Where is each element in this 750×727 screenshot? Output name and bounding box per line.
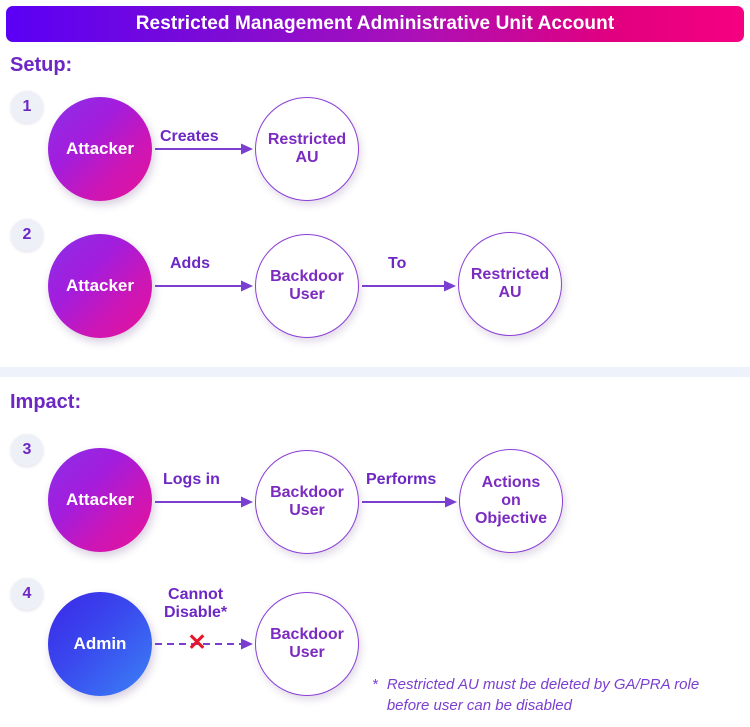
page-title: Restricted Management Administrative Uni… xyxy=(135,13,615,34)
node-backdoor-user-step3: Backdoor User xyxy=(255,450,359,554)
arrow-logs-in xyxy=(155,495,253,509)
step-badge-2: 2 xyxy=(11,219,43,251)
arrow-label-logs-in: Logs in xyxy=(163,471,220,488)
node-label: Backdoor User xyxy=(270,626,344,661)
header-bar: Restricted Management Administrative Uni… xyxy=(6,6,744,42)
node-label: Backdoor User xyxy=(270,484,344,519)
node-label: Admin xyxy=(73,634,127,654)
node-label: Attacker xyxy=(65,490,135,510)
arrow-label-cannot-disable: Cannot Disable* xyxy=(164,586,228,622)
footnote: * Restricted AU must be deleted by GA/PR… xyxy=(372,674,744,717)
step-badge-3: 3 xyxy=(11,434,43,466)
step-badge-1: 1 xyxy=(11,91,43,123)
node-actions-on-objective: Actions on Objective xyxy=(459,449,563,553)
node-backdoor-user-step2: Backdoor User xyxy=(255,234,359,338)
node-attacker-step3: Attacker xyxy=(48,448,152,552)
node-attacker-step1: Attacker xyxy=(48,97,152,201)
node-attacker-step2: Attacker xyxy=(48,234,152,338)
node-label: Backdoor User xyxy=(270,268,344,303)
blocked-x-icon: ✕ xyxy=(187,629,207,655)
step-badge-4: 4 xyxy=(11,578,43,610)
node-restricted-au-step2: Restricted AU xyxy=(458,232,562,336)
section-label-setup: Setup: xyxy=(10,54,73,76)
node-restricted-au-step1: Restricted AU xyxy=(255,97,359,201)
node-label: Restricted AU xyxy=(470,266,550,301)
footnote-text: Restricted AU must be deleted by GA/PRA … xyxy=(386,676,700,715)
arrow-label-creates: Creates xyxy=(160,128,219,145)
node-admin-step4: Admin xyxy=(48,592,152,696)
node-backdoor-user-step4: Backdoor User xyxy=(255,592,359,696)
arrow-performs xyxy=(362,495,457,509)
node-label: Actions on Objective xyxy=(474,474,548,527)
arrow-label-to: To xyxy=(388,255,407,272)
footnote-marker: * xyxy=(372,676,378,693)
node-label: Attacker xyxy=(65,139,135,159)
section-label-impact: Impact: xyxy=(10,391,82,413)
arrow-cannot-disable xyxy=(155,637,253,651)
arrow-adds xyxy=(155,279,253,293)
arrow-label-adds: Adds xyxy=(170,255,210,272)
arrow-to xyxy=(362,279,456,293)
arrow-label-performs: Performs xyxy=(366,471,437,488)
section-divider xyxy=(0,367,750,377)
node-label: Attacker xyxy=(65,276,135,296)
arrow-creates xyxy=(155,142,253,156)
node-label: Restricted AU xyxy=(267,131,347,166)
